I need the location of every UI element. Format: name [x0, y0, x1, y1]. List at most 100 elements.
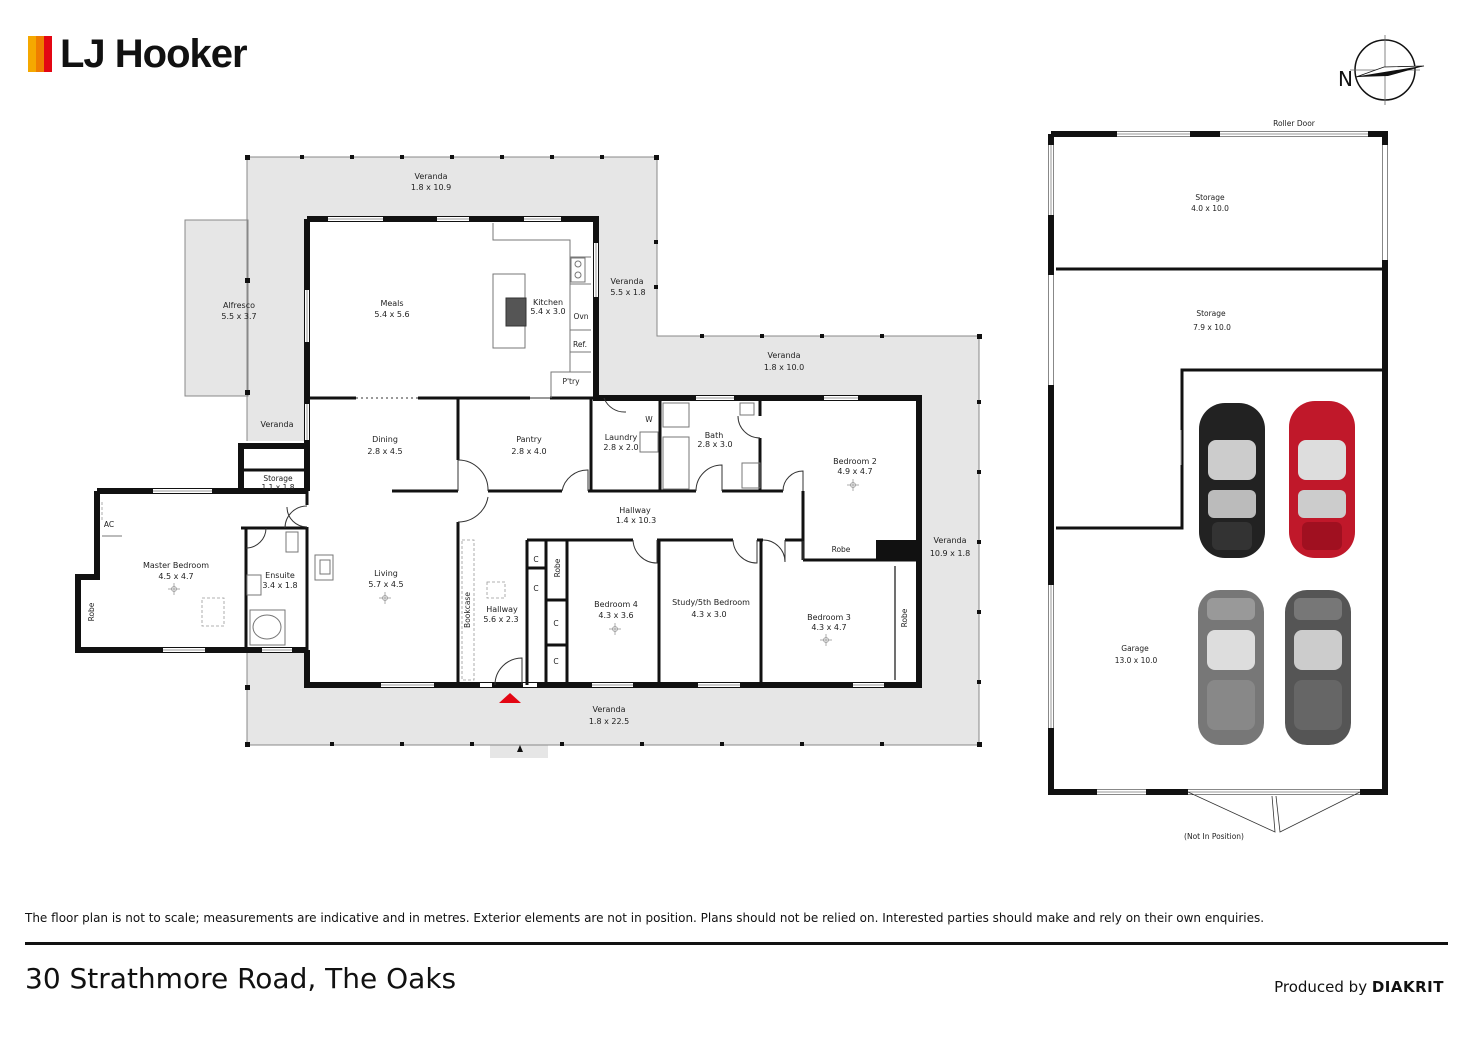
veranda-posts — [245, 155, 982, 747]
room-name: Ensuite — [265, 571, 295, 580]
car-icon — [1285, 590, 1351, 745]
room-dims: 3.4 x 1.8 — [262, 581, 297, 590]
entry-step-icon — [517, 745, 523, 752]
room-dims: 5.4 x 5.6 — [374, 310, 409, 319]
compass-label: N — [1338, 67, 1353, 91]
property-address: 30 Strathmore Road, The Oaks — [25, 962, 457, 995]
produced-by: Produced by DIAKRIT — [1274, 978, 1444, 996]
room-name: Storage — [263, 474, 293, 483]
shed-panes — [1050, 133, 1368, 793]
cupboard-label: C — [533, 584, 538, 593]
room-dims: 2.8 x 2.0 — [603, 443, 638, 452]
robe-label: Robe — [832, 545, 851, 554]
room-dims: 4.5 x 4.7 — [158, 572, 193, 581]
cars — [1198, 401, 1355, 745]
producer-brand: DIAKRIT — [1371, 978, 1444, 996]
robe-label: Robe — [87, 602, 96, 621]
room-name: Hallway — [486, 605, 518, 614]
room-dims: 5.7 x 4.5 — [368, 580, 403, 589]
kitchen-fixtures — [102, 223, 761, 646]
room-dims: 13.0 x 10.0 — [1115, 656, 1158, 665]
room-name: Storage — [1195, 193, 1225, 202]
fridge-label: Ref. — [573, 340, 587, 349]
room-dims: 7.9 x 10.0 — [1193, 323, 1231, 332]
chimney-block — [876, 540, 919, 560]
window-panes — [153, 218, 884, 686]
room-name: Bath — [705, 431, 724, 440]
brand-logo: LJ Hooker — [28, 31, 248, 76]
logo-bar — [36, 36, 44, 72]
garage-doors — [1187, 791, 1361, 833]
pantry-short-label: P'try — [562, 377, 580, 386]
robe-label: Robe — [900, 608, 909, 627]
door-swings — [245, 397, 804, 686]
bookcase-label: Bookcase — [463, 592, 472, 628]
room-dims: 1.8 x 22.5 — [589, 717, 629, 726]
room-dims: 2.8 x 4.0 — [511, 447, 546, 456]
room-name: Living — [374, 569, 398, 578]
room-dims: 4.3 x 3.0 — [691, 610, 726, 619]
room-name: Veranda — [592, 705, 625, 714]
not-in-position-label: (Not In Position) — [1184, 832, 1244, 841]
washer-label: W — [645, 415, 653, 424]
room-dims: 5.6 x 2.3 — [483, 615, 518, 624]
room-dims: 4.9 x 4.7 — [837, 467, 872, 476]
room-name: Laundry — [605, 433, 638, 442]
room-name: Alfresco — [223, 301, 255, 310]
room-name: Veranda — [414, 172, 447, 181]
room-dims: 4.3 x 4.7 — [811, 623, 846, 632]
room-name: Bedroom 2 — [833, 457, 877, 466]
cupboard-label: C — [553, 657, 558, 666]
dashed-fixtures — [101, 502, 506, 681]
room-dims: 1.8 x 10.0 — [764, 363, 804, 372]
shed-interior-walls — [1056, 267, 1382, 530]
room-name: Bedroom 3 — [807, 613, 851, 622]
interior-walls — [241, 396, 919, 685]
room-dims: 1.8 x 10.9 — [411, 183, 451, 192]
footer-divider — [25, 942, 1448, 945]
veranda-edges — [184, 156, 980, 746]
room-dims: 4.3 x 3.6 — [598, 611, 633, 620]
room-dims: 1.4 x 10.3 — [616, 516, 656, 525]
room-name: Bedroom 4 — [594, 600, 638, 609]
aircon-label: AC — [104, 520, 114, 529]
cupboard-label: C — [553, 619, 558, 628]
room-dims: 5.5 x 1.8 — [610, 288, 645, 297]
room-dims: 1.1 x 1.8 — [261, 483, 294, 492]
logo-bars-icon — [28, 36, 52, 72]
roller-door-label: Roller Door — [1273, 119, 1316, 128]
room-dims: 2.8 x 4.5 — [367, 447, 402, 456]
room-name: Garage — [1121, 644, 1149, 653]
room-name: Storage — [1196, 309, 1226, 318]
room-name: Meals — [380, 299, 403, 308]
entry-marker-icon — [499, 693, 521, 703]
robe-lines — [802, 541, 896, 680]
room-dims: 5.5 x 3.7 — [221, 312, 256, 321]
floor-plan: N — [75, 35, 1425, 841]
logo-bar — [28, 36, 36, 72]
room-name: Master Bedroom — [143, 561, 209, 570]
compass-icon: N — [1338, 35, 1425, 105]
fixture-labels: Ovn Ref. P'try W AC Robe Robe Robe Robe … — [87, 119, 1316, 841]
room-name: Veranda — [767, 351, 800, 360]
room-dims: 2.8 x 3.0 — [697, 440, 732, 449]
cupboard-label: C — [533, 555, 538, 564]
room-name: Kitchen — [533, 298, 563, 307]
oven-label: Ovn — [573, 312, 588, 321]
room-name: Veranda — [933, 536, 966, 545]
room-name: Study/5th Bedroom — [672, 598, 750, 607]
room-name: Dining — [372, 435, 398, 444]
room-name: Hallway — [619, 506, 651, 515]
veranda-areas — [185, 157, 979, 758]
room-labels: Veranda 1.8 x 10.9 Alfresco 5.5 x 3.7 Me… — [143, 172, 1231, 726]
room-name: Veranda — [610, 277, 643, 286]
robe-label: Robe — [553, 558, 562, 577]
room-dims: 10.9 x 1.8 — [930, 549, 970, 558]
room-name: Pantry — [516, 435, 542, 444]
disclaimer-text: The floor plan is not to scale; measurem… — [25, 911, 1265, 925]
logo-bar — [44, 36, 52, 72]
car-icon — [1289, 401, 1355, 558]
room-name: Veranda — [260, 420, 293, 429]
brand-name: LJ Hooker — [60, 31, 248, 76]
room-dims: 4.0 x 10.0 — [1191, 204, 1229, 213]
